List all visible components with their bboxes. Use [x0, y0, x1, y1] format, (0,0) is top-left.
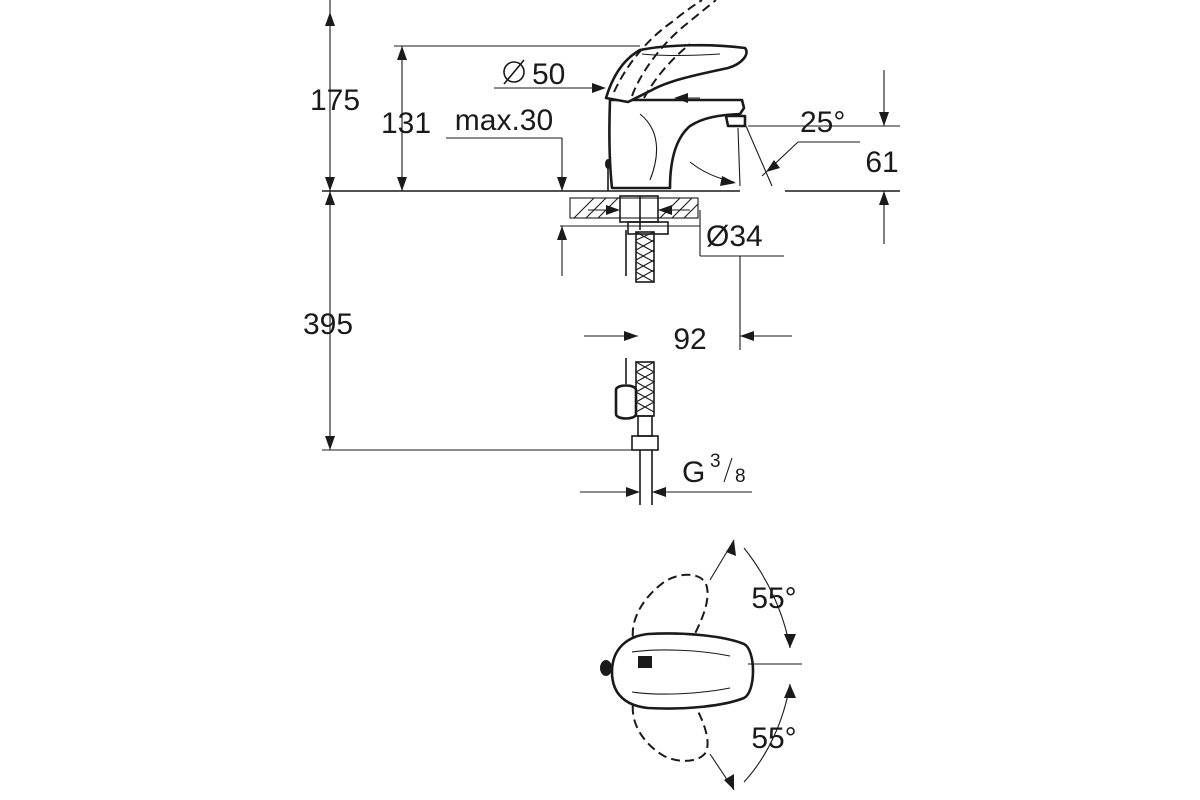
dim-d50: 50	[494, 58, 700, 103]
dim-thread-letter: G	[682, 456, 705, 489]
dim-55-upper: 55°	[709, 539, 802, 665]
popup-cable	[614, 230, 638, 420]
dim-131-label: 131	[381, 107, 431, 140]
dim-61-label: 61	[865, 146, 898, 179]
dim-55-lower: 55°	[709, 683, 797, 791]
diameter-symbol	[503, 59, 525, 85]
countertop	[322, 190, 900, 227]
dim-d34-label: Ø34	[706, 220, 763, 253]
dim-d34: Ø34	[588, 205, 784, 257]
dim-131: 131	[381, 45, 640, 191]
side-view: 175 131 max.30	[303, 0, 900, 505]
countertop-hatching	[573, 197, 699, 219]
hose-fittings	[631, 415, 659, 505]
faucet-body	[608, 98, 747, 190]
dim-max30: max.30	[446, 104, 567, 276]
lever-top-view	[600, 632, 755, 710]
faucet-lever	[604, 43, 748, 104]
lever-right-turn-outline	[631, 689, 709, 762]
popup-knob	[605, 159, 611, 169]
dim-thread-denominator: 8	[735, 466, 746, 487]
dim-55-lower-label: 55°	[751, 722, 796, 755]
mounting-assembly	[619, 195, 669, 235]
top-view: 55° 55°	[600, 539, 802, 791]
dim-92-label: 92	[673, 323, 706, 356]
dim-thread-numerator: 3	[710, 451, 721, 472]
dim-thread: G 3 8	[580, 451, 752, 497]
lever-left-turn-outline	[631, 573, 709, 651]
dim-61: 61	[748, 70, 900, 244]
supply-hoses	[635, 231, 655, 417]
dim-d50-label: 50	[532, 58, 565, 91]
dim-25deg-label: 25°	[800, 106, 845, 139]
dim-395-label: 395	[303, 308, 353, 341]
dim-max30-label: max.30	[455, 104, 553, 137]
lever-raised-outline	[613, 0, 717, 99]
dim-175-label: 175	[310, 84, 360, 117]
dim-25deg: 25°	[689, 106, 860, 187]
dim-395: 395	[303, 191, 632, 451]
dim-175: 175	[310, 0, 360, 191]
dim-92: 92	[584, 256, 792, 356]
dim-55-upper-label: 55°	[751, 582, 796, 615]
